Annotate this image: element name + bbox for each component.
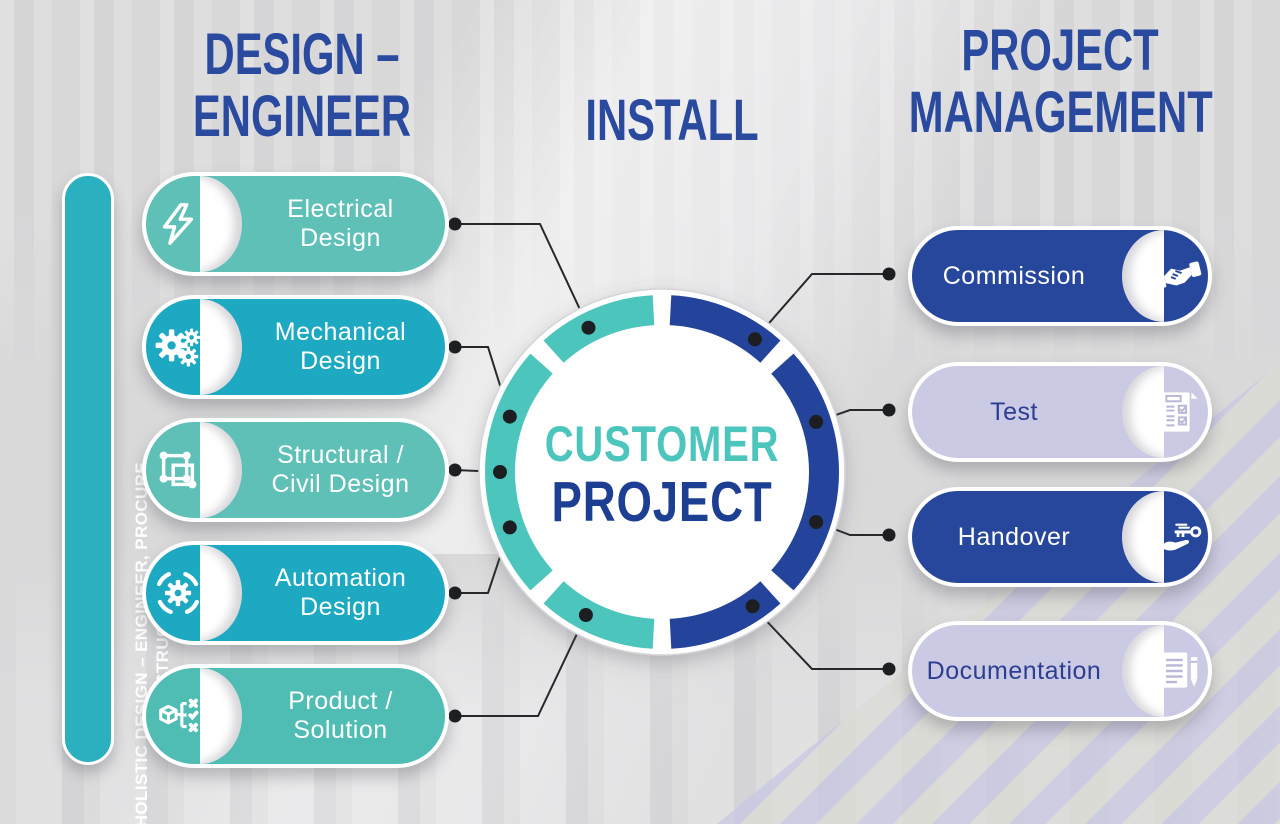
structure-frame-icon: [152, 422, 204, 518]
pill-structural-civil-design: Structural /Civil Design: [142, 418, 449, 522]
handshake-icon: [1152, 230, 1204, 322]
connector-dots: [448, 217, 896, 723]
pill-handover: Handover: [908, 487, 1212, 587]
document-pencil-icon: [1152, 625, 1204, 717]
center-disc: [478, 288, 846, 656]
gears-icon: [152, 299, 204, 395]
pill-test: Test: [908, 362, 1212, 462]
pill-label: Test: [990, 397, 1038, 426]
pill-label: Documentation: [926, 656, 1102, 685]
header-design-engineer: DESIGN – ENGINEER: [151, 22, 453, 150]
pill-label: Handover: [957, 522, 1071, 551]
center-label-customer: CUSTOMER: [544, 416, 780, 472]
header-line: MANAGEMENT: [908, 80, 1213, 146]
checklist-icon: [1152, 366, 1204, 458]
header-install: INSTALL: [528, 88, 816, 153]
lightning-icon: [152, 176, 204, 272]
hand-key-icon: [1152, 491, 1204, 583]
automation-gear-icon: [152, 545, 204, 641]
header-line: INSTALL: [585, 88, 759, 153]
header-line: ENGINEER: [192, 84, 412, 150]
pill-label: Commission: [942, 261, 1086, 290]
pill-label: Product /Solution: [288, 687, 393, 744]
header-project-management: PROJECT MANAGEMENT: [908, 18, 1213, 146]
header-line: PROJECT: [961, 18, 1159, 83]
product-decision-icon: [152, 668, 204, 764]
pill-label: Structural /Civil Design: [271, 441, 410, 498]
epc-sidebar-banner: HOLISTIC DESIGN – ENGINEER, PROCURE, CON…: [62, 173, 172, 824]
pill-documentation: Documentation: [908, 621, 1212, 721]
pill-product-solution: Product /Solution: [142, 664, 449, 768]
pill-commission: Commission: [908, 226, 1212, 326]
header-line: DESIGN –: [204, 22, 400, 87]
center-label-project: PROJECT: [551, 470, 773, 534]
